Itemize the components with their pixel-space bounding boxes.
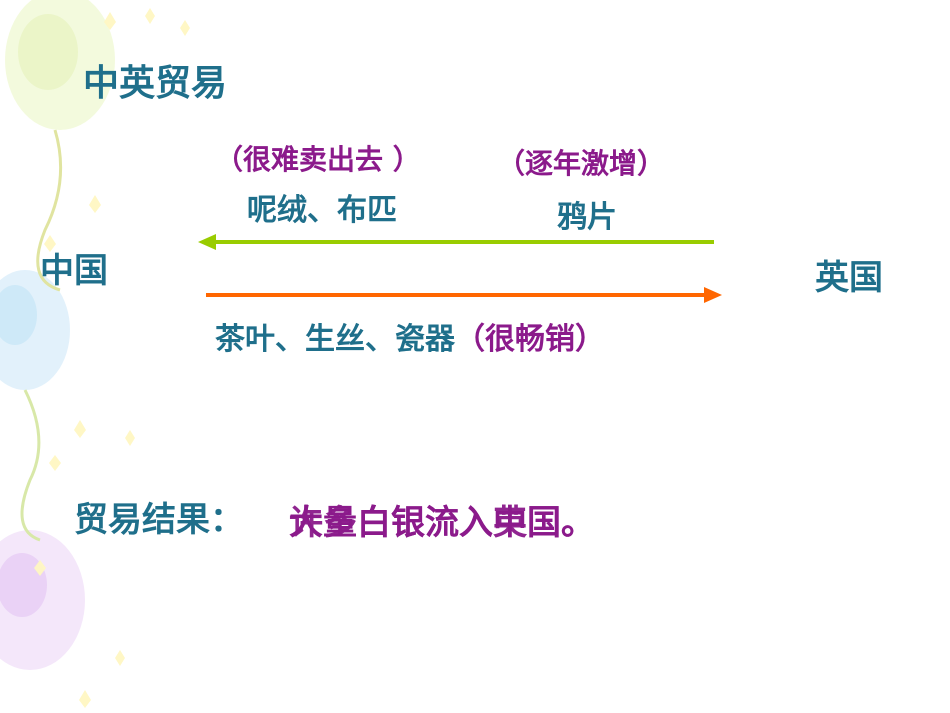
trade-result-text: 大量白银流入中国。 许多白银流入英国。 — [289, 506, 669, 546]
arrow-to-britain — [206, 287, 722, 303]
arrow-to-china — [198, 234, 714, 250]
result-text-a: 大量白银流入中国。 — [289, 503, 595, 543]
opium-label: 鸦片 — [557, 200, 617, 235]
best-seller-note: （很畅销） — [455, 322, 605, 357]
increasing-note: （逐年激增） — [497, 147, 666, 180]
britain-label: 英国 — [815, 258, 883, 298]
exports-line: 茶叶、生丝、瓷器（很畅销） — [215, 325, 605, 355]
china-label: 中国 — [40, 251, 108, 291]
tea-silk-porcelain-label: 茶叶、生丝、瓷器 — [215, 322, 455, 357]
woolen-cloth-label: 呢绒、布匹 — [247, 193, 397, 228]
slide-title: 中英贸易 — [83, 63, 228, 104]
trade-result-label: 贸易结果： — [74, 500, 244, 540]
hard-to-sell-note: （很难卖出去 ） — [215, 143, 421, 176]
result-text-b: 许多白银流入英国。 — [289, 503, 595, 543]
